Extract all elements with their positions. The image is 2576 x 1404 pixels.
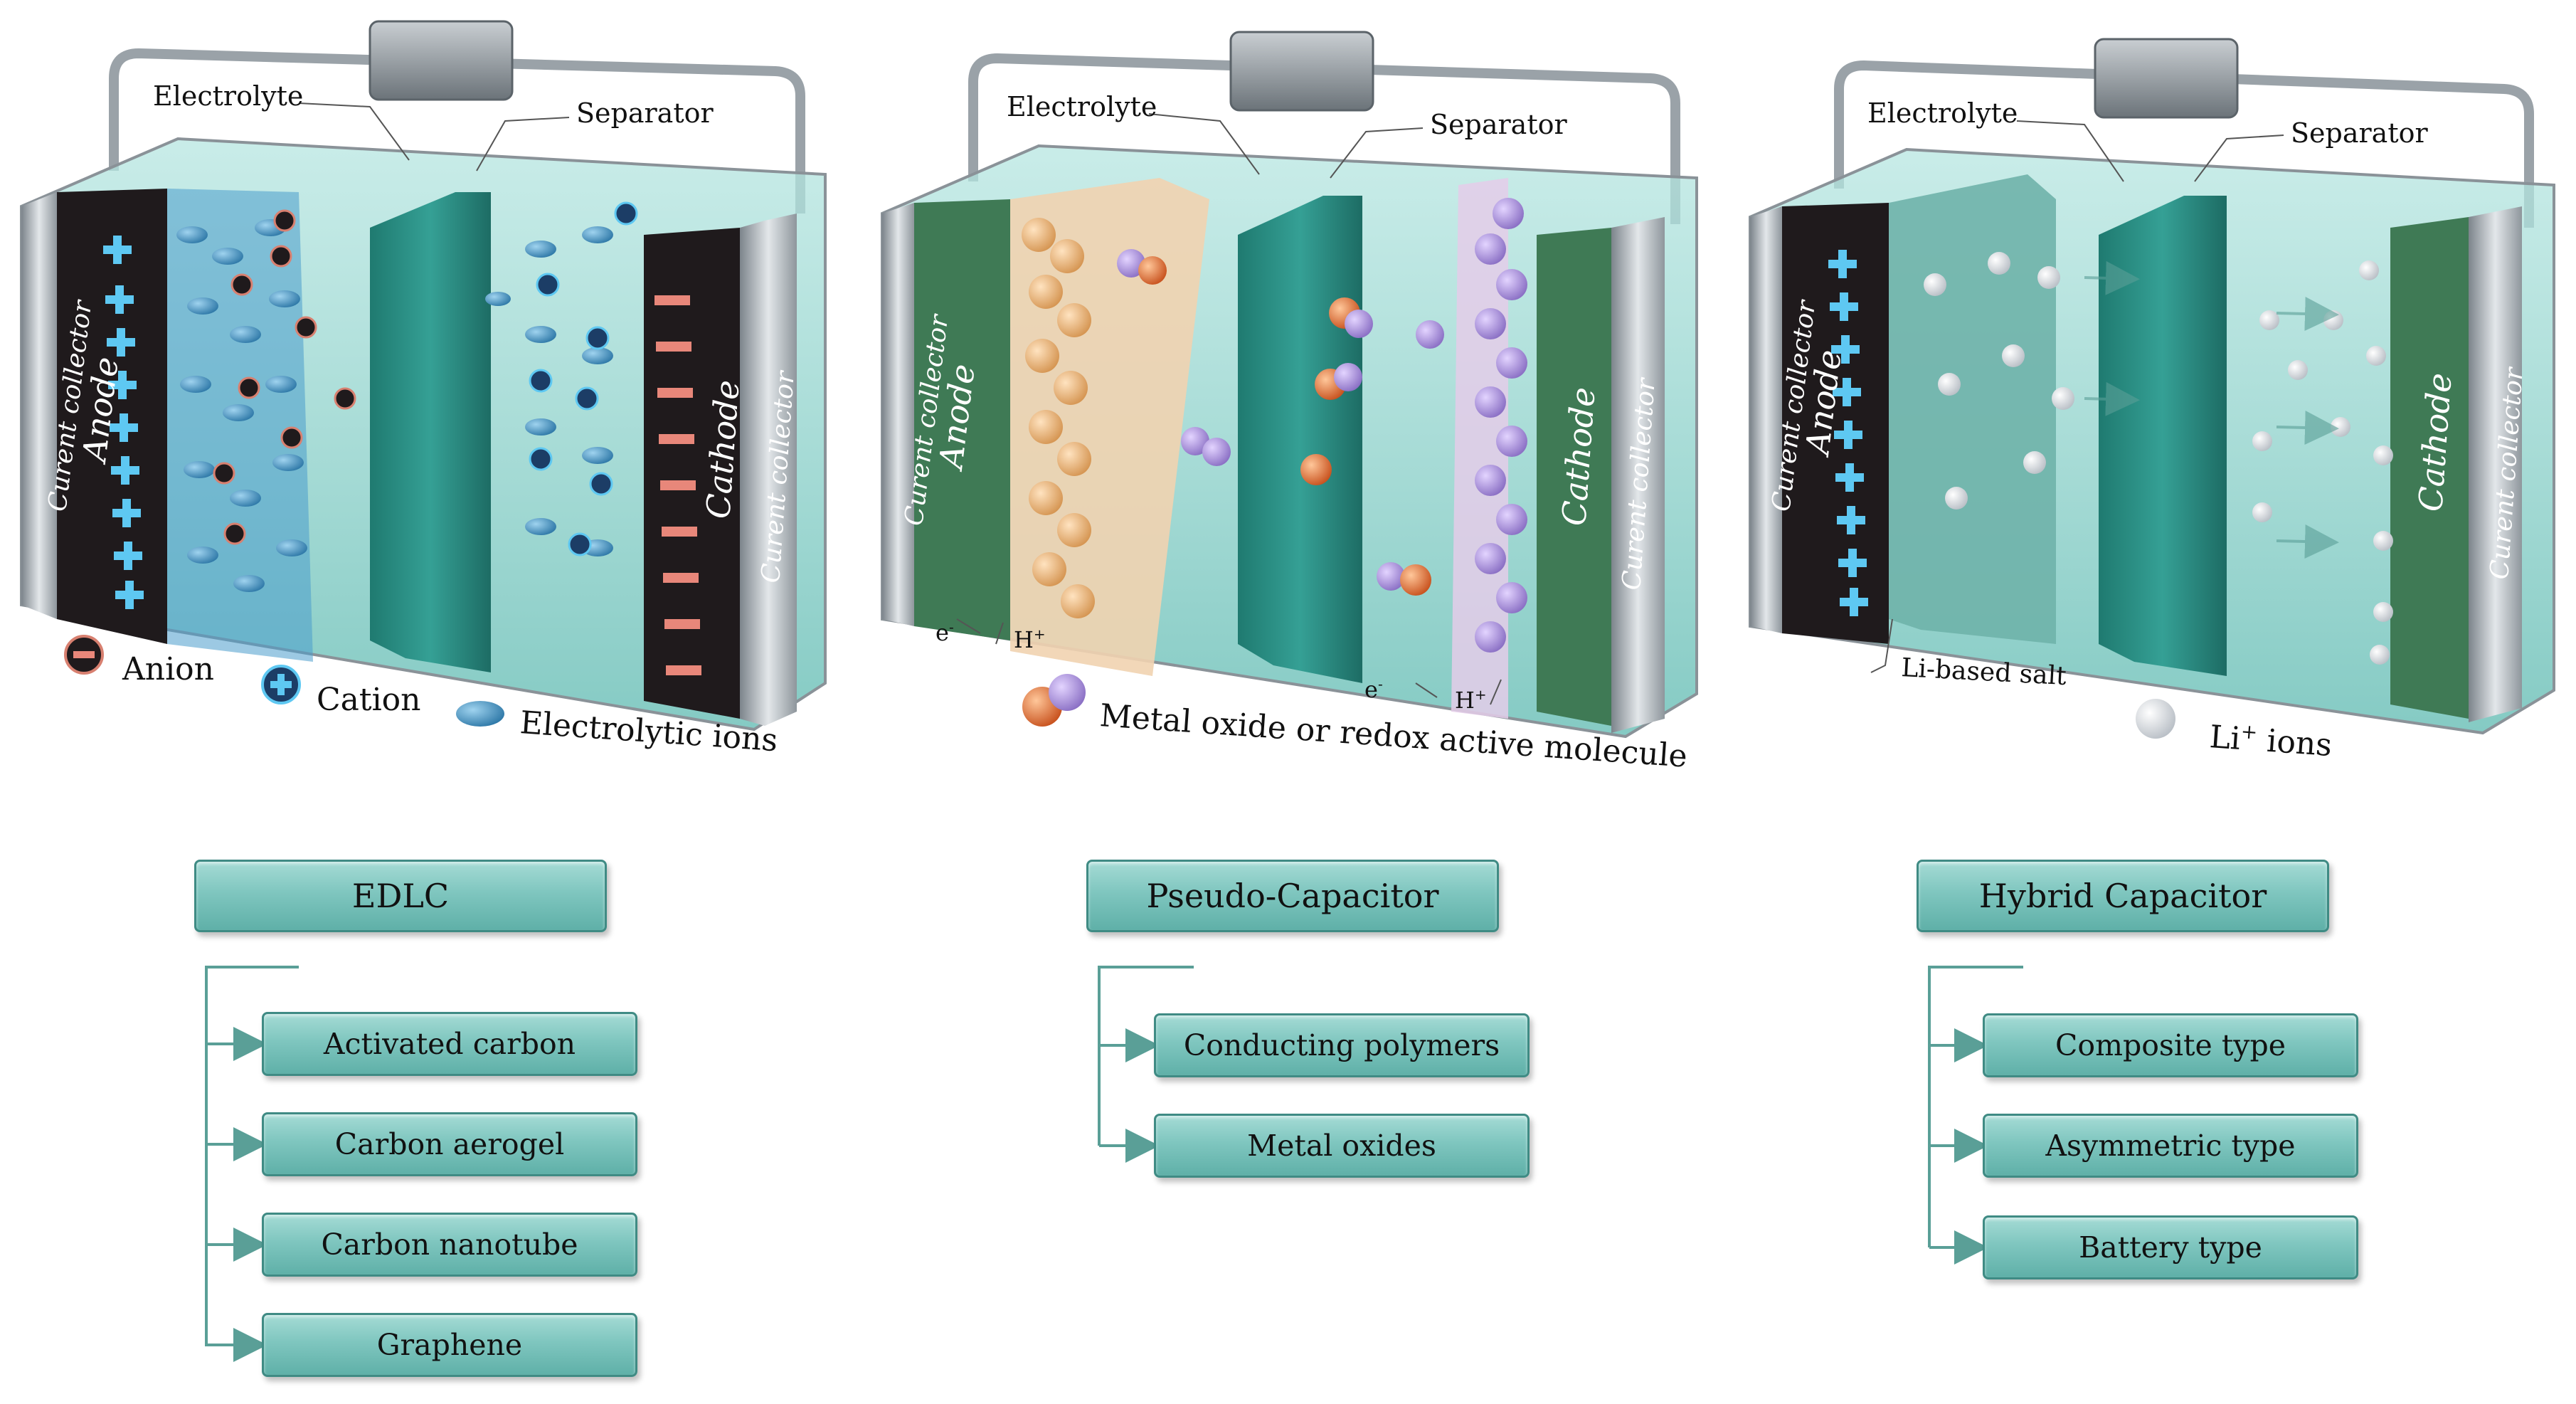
edlc-item-carbon-nanotube: Carbon nanotube — [262, 1213, 637, 1277]
hybrid-salt-leader — [1870, 618, 1893, 673]
category-box-hybrid-capacitor: Hybrid Capacitor — [1917, 860, 2329, 932]
pseudo-anode — [914, 199, 1010, 640]
edlc-electrolytic-ions — [176, 219, 613, 592]
hybrid-anode-charges — [1828, 250, 1868, 616]
edlc-right-collector — [740, 213, 797, 726]
category-connectors — [205, 966, 2023, 1362]
pseudo-anode-particles — [1010, 178, 1209, 676]
hybrid-panel: Electrolyte Separator Curent collector A… — [1749, 38, 2555, 764]
pseudo-item-conducting-polymers: Conducting polymers — [1154, 1013, 1530, 1077]
edlc-anode — [57, 189, 167, 644]
hybrid-terminal-cap — [2094, 38, 2239, 119]
li-ion-legend-icon — [2136, 699, 2175, 739]
pseudo-electrolyte-label: Electrolyte — [1007, 91, 1157, 122]
pseudo-electrolyte-leader — [1148, 113, 1260, 175]
hybrid-cathode — [2390, 217, 2469, 719]
hybrid-separator — [2099, 196, 2227, 676]
hybrid-li-ions — [1924, 252, 2393, 665]
hybrid-item-composite-type: Composite type — [1983, 1013, 2358, 1077]
cation-legend-label: Cation — [317, 682, 420, 718]
edlc-anions — [213, 209, 356, 545]
edlc-cathode-charges — [654, 295, 701, 675]
pseudo-cathode-balls — [1475, 198, 1527, 653]
edlc-item-activated-carbon: Activated carbon — [262, 1012, 637, 1076]
hybrid-anode — [1782, 203, 1889, 644]
pseudo-anode-balls — [1022, 218, 1095, 618]
edlc-anode-charges — [103, 236, 144, 609]
edlc-separator-label: Separator — [576, 97, 714, 129]
edlc-item-carbon-aerogel: Carbon aerogel — [262, 1112, 637, 1176]
category-box-edlc: EDLC — [194, 860, 607, 932]
pseudo-terminal-cap — [1229, 31, 1374, 112]
svg-text:e-: e- — [1364, 675, 1383, 703]
hybrid-electrolyte-label: Electrolyte — [1867, 97, 2018, 129]
pseudo-left-collector — [882, 203, 914, 626]
pseudo-redox-molecules — [1117, 249, 1444, 596]
pseudo-right-collector — [1611, 217, 1665, 733]
hybrid-salt-block — [1889, 174, 2056, 644]
edlc-legend: Anion Cation Electrolytic ions — [64, 635, 779, 759]
svg-text:e-: e- — [935, 618, 954, 646]
category-box-pseudo-capacitor: Pseudo-Capacitor — [1086, 860, 1499, 932]
li-ion-legend-label: Li+ ions — [2208, 717, 2333, 764]
pseudo-separator-label: Separator — [1430, 109, 1567, 140]
hybrid-left-collector — [1750, 206, 1782, 633]
edlc-separator-leader — [476, 117, 570, 171]
pseudo-separator-leader — [1330, 127, 1424, 179]
edlc-electrolyte-leader — [298, 102, 410, 161]
hybrid-item-battery-type: Battery type — [1983, 1215, 2358, 1279]
pseudo-item-metal-oxides: Metal oxides — [1154, 1114, 1530, 1178]
edlc-item-graphene: Graphene — [262, 1313, 637, 1377]
hybrid-right-collector — [2469, 206, 2522, 722]
edlc-separator — [370, 192, 491, 672]
svg-text:H+: H+ — [1014, 626, 1046, 653]
pseudo-anode-charge-labels: e- H+ — [935, 618, 1046, 653]
hybrid-legend: Li+ ions — [2136, 699, 2333, 764]
pseudo-separator — [1238, 196, 1362, 683]
edlc-cations — [529, 201, 638, 556]
pseudo-panel: Electrolyte Separator Curent collector A… — [881, 31, 1698, 775]
hybrid-separator-label: Separator — [2291, 117, 2428, 149]
electrolytic-ion-legend-icon — [456, 701, 504, 727]
edlc-panel: Electrolyte Separator Curent collector A… — [20, 20, 827, 759]
edlc-electrolyte-label: Electrolyte — [153, 80, 303, 112]
edlc-terminal-cap — [369, 20, 514, 101]
hybrid-item-asymmetric-type: Asymmetric type — [1983, 1114, 2358, 1178]
pseudo-cathode — [1537, 228, 1611, 726]
anion-legend-label: Anion — [122, 651, 214, 687]
svg-text:H+: H+ — [1455, 686, 1487, 714]
hybrid-separator-leader — [2194, 134, 2284, 182]
hybrid-ion-flow-arrows — [2084, 260, 2339, 559]
hybrid-electrolyte-leader — [2016, 120, 2124, 182]
pseudo-cathode-charge-labels: e- H+ — [1364, 675, 1502, 714]
edlc-left-collector — [21, 192, 57, 619]
